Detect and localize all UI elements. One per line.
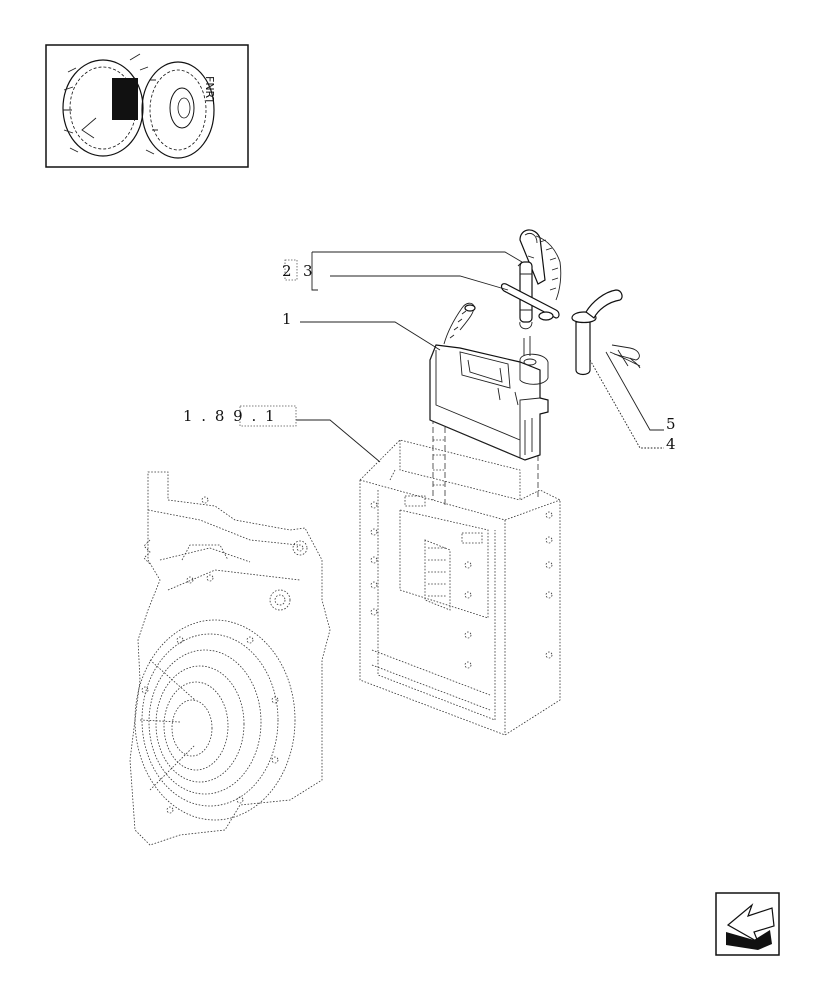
svg-text:FNRT: FNRT <box>203 76 216 104</box>
hitch-mounting-frame <box>359 400 561 736</box>
callout-leaders <box>296 251 664 463</box>
bent-pin[interactable] <box>571 289 623 376</box>
callout-3: 3 <box>303 262 313 280</box>
locking-pin-assembly[interactable] <box>500 229 562 330</box>
tow-hook-block[interactable] <box>429 302 549 461</box>
return-arrow-icon[interactable] <box>715 892 780 956</box>
spring-clip[interactable] <box>609 344 641 369</box>
callout-5: 5 <box>666 415 676 433</box>
rear-axle-housing <box>129 471 331 846</box>
callout-4: 4 <box>666 435 676 453</box>
callout-1: 1 <box>282 310 292 328</box>
callout-2: 2 <box>282 262 292 280</box>
callout-reference-1-89-1[interactable]: 1 . 8 9 . 1 <box>183 407 277 425</box>
tractor-thumbnail[interactable]: FNRT <box>45 44 249 168</box>
